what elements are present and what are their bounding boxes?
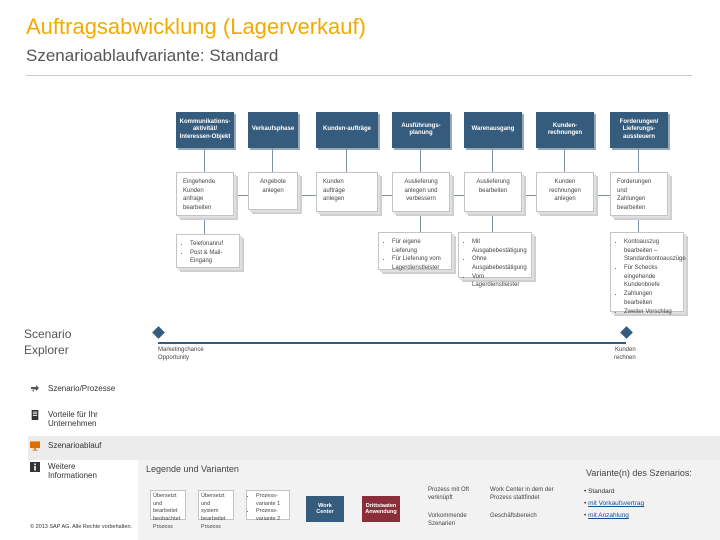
variant-item: Ohne Ausgabebestätigung	[472, 255, 527, 272]
nav-item-benefits[interactable]: Vorteile für Ihr Unternehmen	[30, 410, 98, 428]
lane-end-marker[interactable]	[620, 326, 633, 339]
legend-box-system: Übersetzt und system bearbeitet Prozess	[198, 490, 234, 530]
nav-item-label: Szenarioablauf	[48, 441, 102, 450]
info-icon	[30, 462, 40, 472]
connector	[492, 148, 493, 174]
arrows-icon	[31, 385, 39, 392]
document-icon	[31, 410, 39, 420]
connector	[492, 212, 493, 232]
variant-item: Für Lieferung vom Lagerdienstleister	[392, 255, 445, 272]
connector	[272, 148, 273, 174]
variant-standard[interactable]: • Standard	[584, 488, 615, 495]
process-box-inquiry[interactable]: Eingehende Kunden anfrage bearbeiten	[176, 172, 234, 216]
variant-item: Kontoauszug bearbeiten – Standardkontoau…	[624, 238, 686, 264]
nav-item-label: Weitere Informationen	[48, 462, 97, 480]
connector	[204, 216, 205, 234]
variant-item: Für Schecks eingehende Kundenbriefe	[624, 264, 677, 290]
variant-down-payment[interactable]: • mit Anzahlung	[584, 512, 629, 519]
scenario-explorer-label: Scenario Explorer	[24, 327, 72, 357]
connector	[638, 216, 639, 232]
variant-item: Mit Ausgabebestätigung	[472, 238, 527, 255]
legend-variant-item: Prozess- variante 1	[256, 493, 287, 508]
legend-work-center: Work Center	[306, 496, 344, 522]
legend-panel	[138, 460, 720, 540]
process-box-quotes[interactable]: Angebote anlegen	[248, 172, 298, 210]
legend-item-scenarios: Vorkommende Szenarien	[428, 513, 467, 528]
connector	[420, 212, 421, 232]
nav-item-processes[interactable]: Szenario/Prozesse	[30, 384, 115, 394]
variant-item: Telefonanruf	[190, 240, 233, 249]
variants-title: Variante(n) des Szenarios:	[586, 468, 692, 478]
page-title: Auftragsabwicklung (Lagerverkauf)	[26, 14, 366, 39]
process-box-delivery-create[interactable]: Auslieferung anlegen und verbessern	[392, 172, 450, 212]
connector	[204, 148, 205, 174]
legend-box-observed: Übersetzt und bearbeitet beobachtet Proz…	[150, 490, 186, 530]
variant-box-planning[interactable]: Für eigene Lieferung Für Lieferung vom L…	[378, 232, 452, 272]
lane-start-label: Marketingchance Opportunity	[158, 347, 204, 362]
step-header-invoices[interactable]: Kunden- rechnungen	[536, 112, 594, 148]
process-box-invoices[interactable]: Kunden rechnungen anlegen	[536, 172, 594, 212]
variant-box-goods-issue[interactable]: Mit Ausgabebestätigung Ohne Ausgabebestä…	[458, 232, 532, 288]
connector	[346, 148, 347, 174]
legend-box-variants: Prozess- variante 1 Prozess- variante 2	[246, 490, 290, 523]
nav-item-label: Vorteile für Ihr Unternehmen	[48, 410, 98, 428]
monitor-icon	[30, 441, 40, 451]
legend-third-party: Drittstaaten Anwendung	[362, 496, 400, 522]
step-header-communication[interactable]: Kommunikations- aktivität/ Interessen-Ob…	[176, 112, 234, 148]
variant-box-receivables[interactable]: Kontoauszug bearbeiten – Standardkontoau…	[610, 232, 686, 315]
step-header-customer-orders[interactable]: Kunden-aufträge	[316, 112, 378, 148]
connector	[453, 195, 464, 196]
step-header-goods-issue[interactable]: Warenausgang	[464, 112, 522, 148]
variant-label: Standard	[588, 488, 615, 495]
step-header-sales-phase[interactable]: Verkaufsphase	[248, 112, 298, 148]
variant-presale-contract[interactable]: • mit Vorkaufsvertrag	[584, 500, 645, 507]
page-subtitle: Szenarioablaufvariante: Standard	[26, 46, 279, 65]
variant-item: Vom Lagerdienstleister	[472, 273, 525, 290]
legend-item-linked: Prozess mit Oft verknüpft	[428, 487, 470, 502]
connector	[301, 195, 316, 196]
variant-item: Zweiter Vorschlag	[624, 308, 677, 317]
connector	[638, 148, 639, 174]
variant-item: Post & Mail-Eingang	[190, 249, 233, 266]
step-header-planning[interactable]: Ausführungs- planung	[392, 112, 450, 148]
scenario-lane	[158, 342, 626, 344]
legend-title: Legende und Varianten	[146, 464, 239, 474]
variant-item: Zahlungen bearbeiten	[624, 290, 677, 307]
nav-item-scenario-flow[interactable]: Szenarioablauf	[30, 441, 101, 451]
legend-item-business-area: Geschäftsbereich	[490, 513, 537, 519]
variant-link[interactable]: mit Anzahlung	[588, 512, 629, 519]
process-box-delivery-process[interactable]: Auslieferung bearbeiten	[464, 172, 522, 212]
legend-item-work-center: Work Center in dem der Prozess stattfind…	[490, 487, 554, 502]
connector	[380, 195, 392, 196]
step-header-receivables[interactable]: Forderungen/ Lieferungs- aussteuern	[610, 112, 668, 148]
variant-item: Für eigene Lieferung	[392, 238, 445, 255]
nav-item-more-info[interactable]: Weitere Informationen	[30, 462, 97, 480]
variant-link[interactable]: mit Vorkaufsvertrag	[588, 500, 645, 507]
copyright: © 2013 SAP AG. Alle Rechte vorbehalten.	[30, 524, 133, 530]
connector	[564, 148, 565, 174]
connector	[237, 195, 249, 196]
process-box-sales-orders[interactable]: Kunden aufträge anlegen	[316, 172, 378, 212]
variant-box-communication[interactable]: Telefonanruf Post & Mail-Eingang	[176, 234, 240, 268]
legend-variant-item: Prozess- variante 2	[256, 508, 287, 523]
connector	[525, 195, 536, 196]
process-box-receivables[interactable]: Forderungen und Zahlungen bearbeiten	[610, 172, 668, 216]
lane-end-label: Kunden rechnen	[614, 347, 636, 362]
connector	[597, 195, 610, 196]
connector	[420, 148, 421, 174]
nav-highlight-strip	[28, 436, 720, 460]
lane-start-marker[interactable]	[152, 326, 165, 339]
title-divider	[26, 75, 692, 76]
nav-item-label: Szenario/Prozesse	[48, 384, 116, 393]
